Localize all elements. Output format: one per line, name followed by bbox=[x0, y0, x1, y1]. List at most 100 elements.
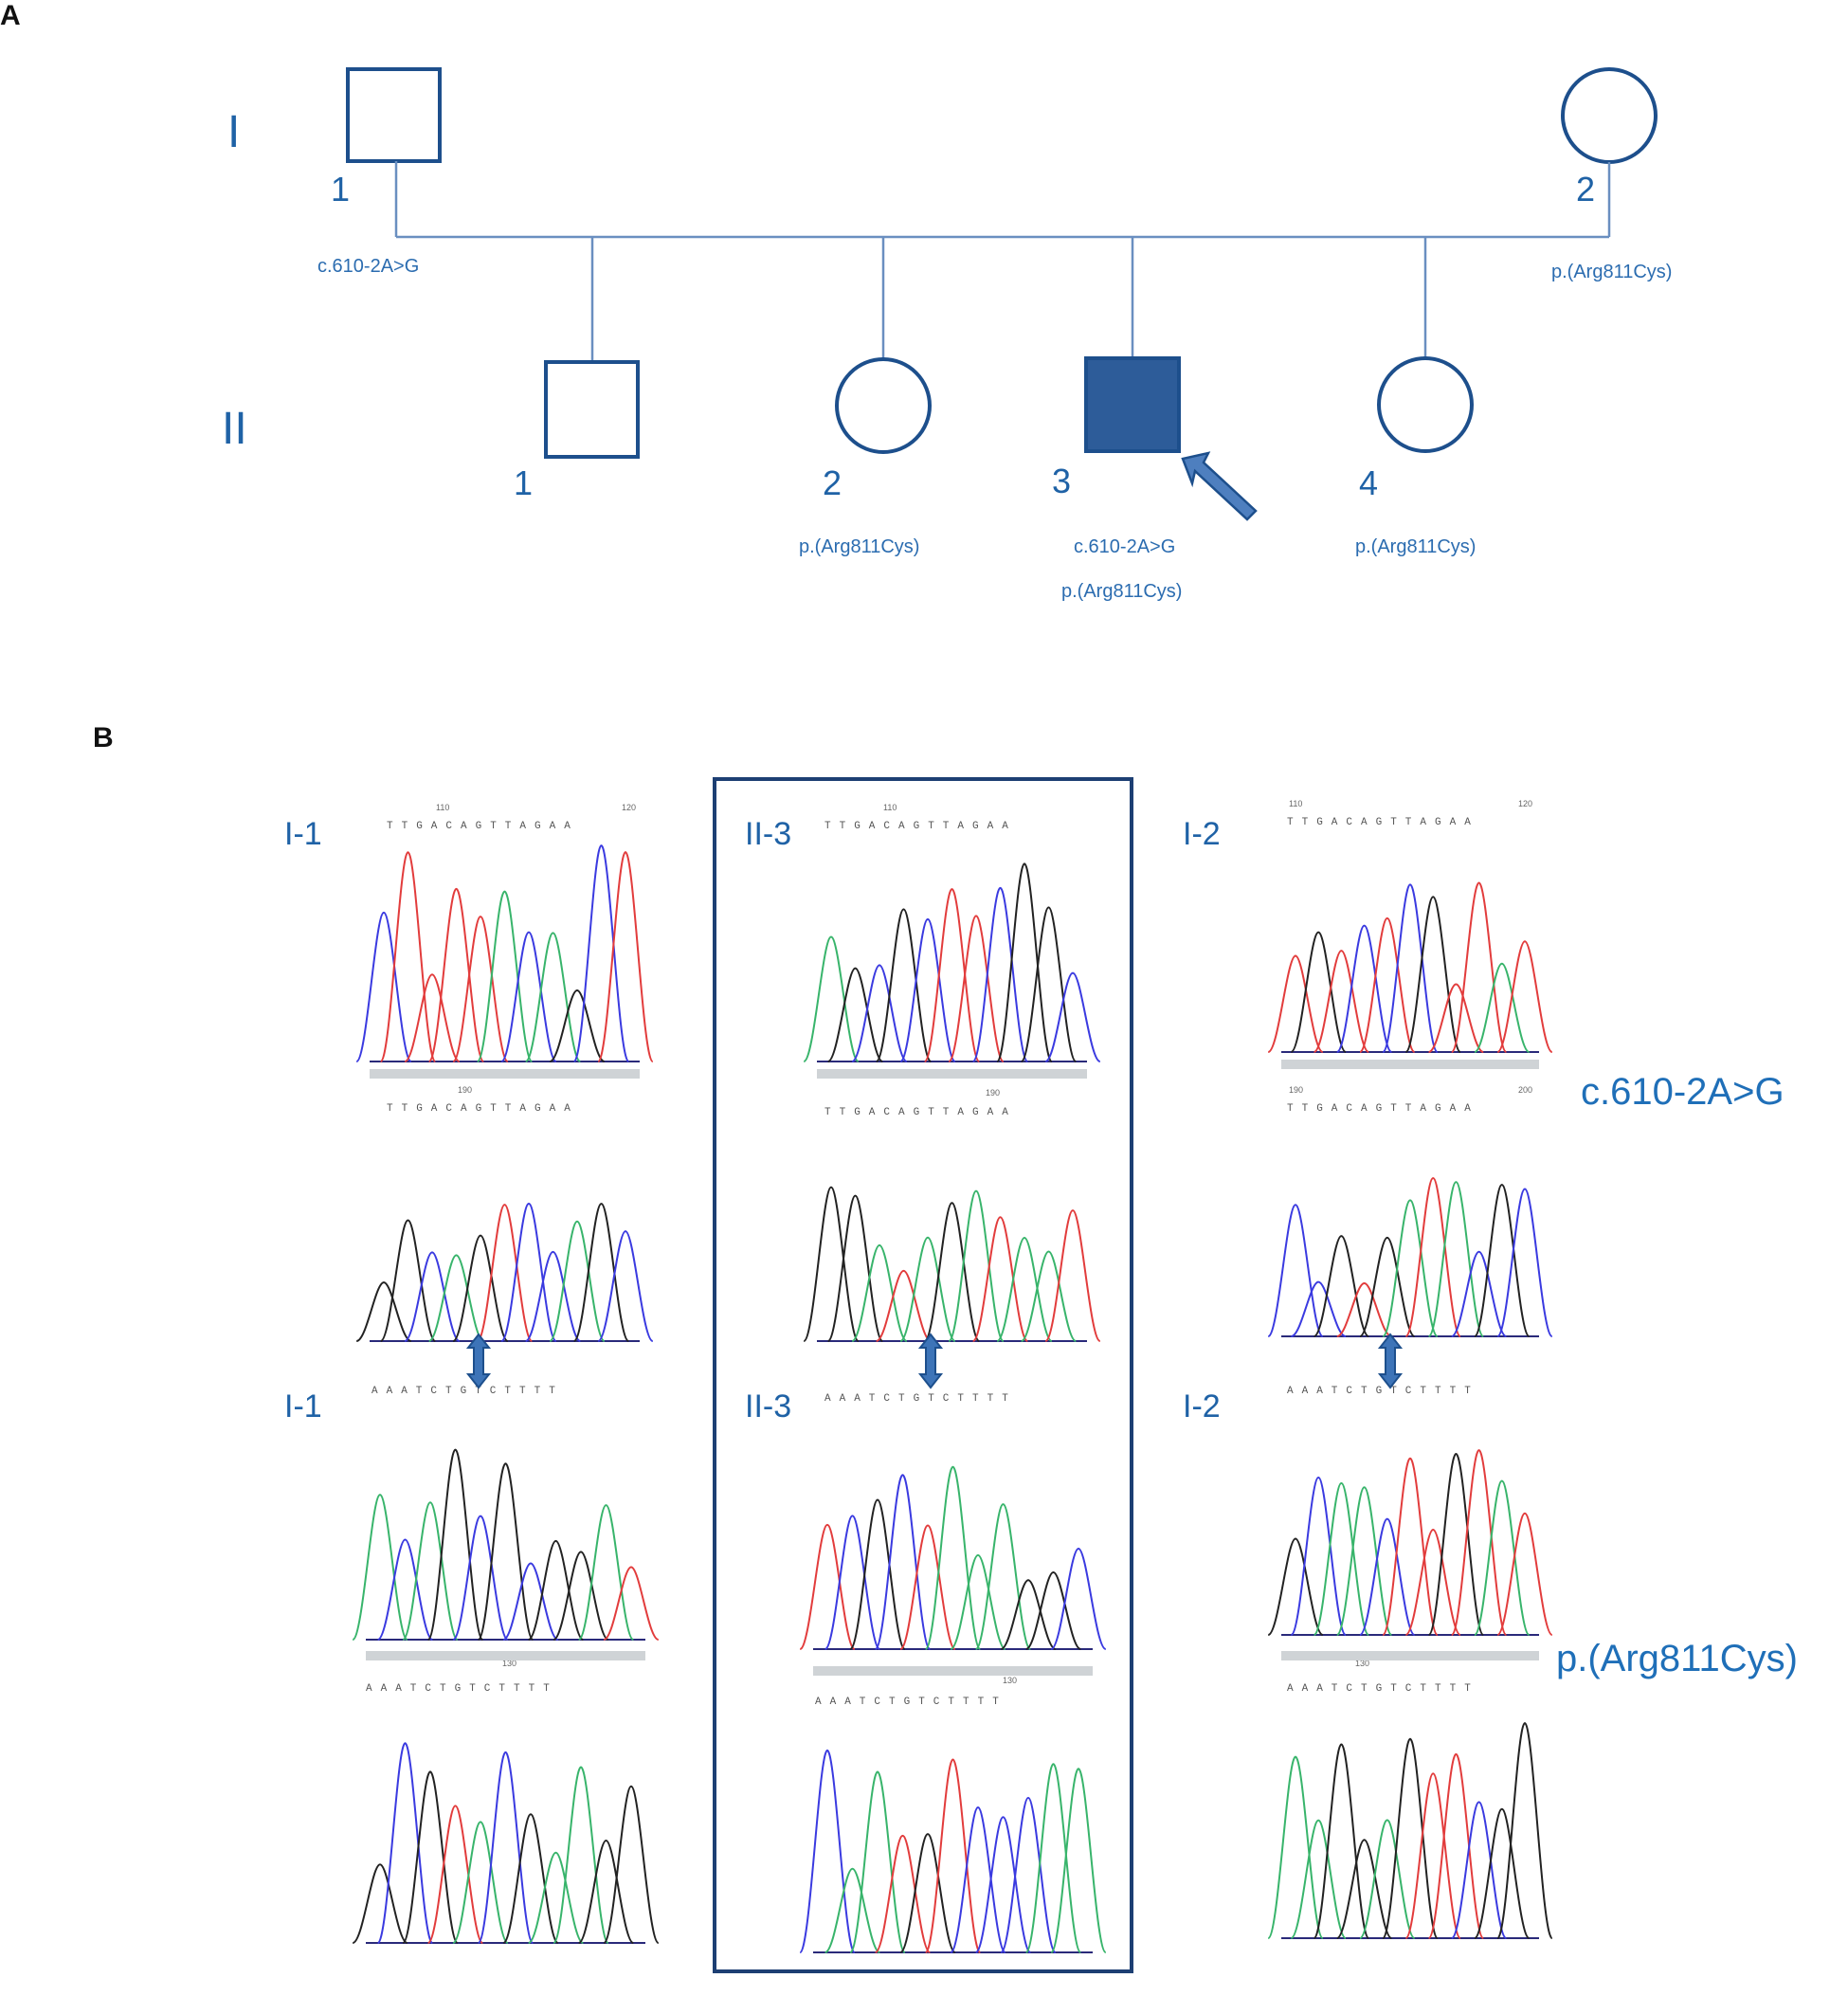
chromatogram-peak bbox=[1404, 896, 1461, 1053]
sequence-ii-3-upper-b: TTGACAGTTAGAA bbox=[824, 1107, 1017, 1118]
sequence-separator-bar bbox=[817, 1069, 1087, 1079]
chromatogram-peak bbox=[899, 917, 956, 1062]
chromatogram-peak bbox=[849, 1770, 906, 1953]
chromatogram-peak bbox=[1025, 1571, 1081, 1650]
chromatogram-panel bbox=[803, 862, 1101, 1062]
chromatogram-peak bbox=[452, 916, 509, 1062]
sample-label-top-i-2: I-2 bbox=[1183, 816, 1221, 852]
variant-position-arrow-icon bbox=[1377, 1333, 1404, 1389]
sequence-ii-3-lower-a: AAATCTGTCTTTT bbox=[824, 1393, 1017, 1405]
chromatogram-peak bbox=[428, 1254, 484, 1342]
chromatogram-peak bbox=[603, 1566, 660, 1641]
chromatogram-panel bbox=[355, 844, 654, 1062]
chromatogram-peak bbox=[404, 1251, 461, 1342]
chromatogram-peak bbox=[452, 1515, 509, 1641]
chromatogram-peak bbox=[1450, 1801, 1508, 1939]
sample-label-bottom-ii-3: II-3 bbox=[745, 1388, 792, 1424]
position-tick: 120 bbox=[622, 803, 637, 812]
sequence-i-1-upper-b: TTGACAGTTAGAA bbox=[387, 1103, 579, 1115]
chromatogram-peak bbox=[549, 989, 606, 1062]
chromatogram-panel bbox=[352, 1742, 660, 1944]
sequence-separator-bar bbox=[813, 1666, 1093, 1676]
chromatogram-peak bbox=[876, 1269, 932, 1342]
chromatogram-peak bbox=[1450, 1449, 1508, 1636]
sequence-i-2-upper-a: TTGACAGTTAGAA bbox=[1287, 817, 1479, 828]
panel-a-letter: A bbox=[0, 0, 21, 31]
chromatogram-peak bbox=[874, 1834, 932, 1953]
chromatogram-peak bbox=[1359, 1819, 1416, 1939]
position-tick: 130 bbox=[1355, 1659, 1370, 1668]
chromatogram-peak bbox=[1336, 1282, 1392, 1337]
variant-label-missense: p.(Arg811Cys) bbox=[1556, 1638, 1798, 1679]
sequence-i-1-lower-b: AAATCTGTCTTTT bbox=[366, 1683, 558, 1695]
chromatogram-peak bbox=[376, 1742, 434, 1944]
chromatogram-peak bbox=[923, 888, 981, 1062]
chromatogram-peak bbox=[1044, 971, 1101, 1062]
chromatogram-peak bbox=[1382, 1737, 1439, 1939]
sequence-separator-bar bbox=[370, 1069, 640, 1079]
sequence-i-2-lower-b: AAATCTGTCTTTT bbox=[1287, 1683, 1479, 1695]
chromatogram-peak bbox=[1474, 962, 1531, 1053]
chromatogram-peak bbox=[1335, 924, 1393, 1053]
chromatogram-peak bbox=[1496, 940, 1553, 1053]
position-tick: 130 bbox=[1003, 1676, 1018, 1685]
chromatogram-peak bbox=[1496, 1188, 1553, 1337]
chromatogram-peak bbox=[799, 1523, 856, 1650]
chromatogram-peak bbox=[476, 1204, 534, 1342]
chromatogram-peak bbox=[851, 964, 908, 1062]
chromatogram-peak bbox=[572, 844, 630, 1062]
chromatogram-panel bbox=[1267, 881, 1553, 1053]
variant-position-arrow-icon bbox=[917, 1333, 944, 1389]
chromatogram-peak bbox=[1290, 931, 1347, 1053]
chromatogram-peak bbox=[379, 1219, 437, 1342]
chromatogram-peak bbox=[899, 1236, 956, 1342]
sequence-i-2-upper-b: TTGACAGTTAGAA bbox=[1287, 1103, 1479, 1115]
chromatogram-peak bbox=[1050, 1768, 1107, 1953]
sequence-separator-bar bbox=[1281, 1651, 1539, 1660]
sequence-separator-bar bbox=[366, 1651, 645, 1660]
proband-highlight-box bbox=[713, 777, 1133, 1973]
variant-position-arrow-icon bbox=[465, 1333, 492, 1389]
chromatogram-peak bbox=[824, 1867, 880, 1953]
chromatogram-peak bbox=[597, 1230, 654, 1342]
chromatogram-peak bbox=[402, 1770, 459, 1944]
position-tick: 110 bbox=[883, 803, 897, 812]
chromatogram-peak bbox=[477, 1462, 534, 1641]
chromatogram-peak bbox=[948, 915, 1005, 1062]
chromatogram-peak bbox=[1267, 954, 1324, 1053]
chromatogram-peak bbox=[1474, 1807, 1531, 1939]
chromatogram-peak bbox=[971, 886, 1029, 1062]
chromatogram-peak bbox=[426, 1448, 484, 1641]
chromatogram-peak bbox=[924, 1465, 982, 1650]
sequence-i-1-lower-a: AAATCTGTCTTTT bbox=[371, 1386, 564, 1397]
chromatogram-peak bbox=[1267, 1204, 1324, 1337]
chromatogram-peak bbox=[1290, 1819, 1347, 1939]
chromatogram-peak bbox=[603, 1785, 660, 1944]
position-tick: 190 bbox=[458, 1085, 473, 1095]
chromatogram-peak bbox=[971, 1216, 1029, 1342]
individual-number-ii-3: 3 bbox=[1052, 462, 1072, 500]
chromatogram-peak bbox=[1000, 1796, 1057, 1953]
sequence-ii-3-lower-b: AAATCTGTCTTTT bbox=[815, 1697, 1007, 1708]
pedigree-symbol-i-1 bbox=[346, 67, 442, 163]
chromatogram-peak bbox=[352, 1863, 408, 1944]
chromatogram-peak bbox=[1404, 1528, 1461, 1636]
chromatogram-peak bbox=[577, 1839, 635, 1944]
chromatogram-peak bbox=[524, 1250, 582, 1342]
chromatogram-peak bbox=[1450, 881, 1508, 1053]
chromatogram-peak bbox=[1313, 1481, 1370, 1636]
chromatogram-peak bbox=[1024, 1763, 1082, 1953]
variant-label-i-1: c.610-2A>G bbox=[317, 256, 420, 277]
chromatogram-peak bbox=[1404, 1176, 1461, 1337]
position-tick: 130 bbox=[502, 1659, 517, 1668]
chromatogram-peak bbox=[950, 1806, 1006, 1953]
chromatogram-peak bbox=[553, 1766, 609, 1944]
chromatogram-peak bbox=[1359, 1517, 1416, 1636]
chromatogram-peak bbox=[524, 932, 582, 1062]
chromatogram-peak bbox=[950, 1553, 1006, 1650]
chromatogram-peak bbox=[549, 1220, 606, 1342]
chromatogram-peak bbox=[799, 1749, 856, 1953]
chromatogram-peak bbox=[355, 1281, 412, 1342]
chromatogram-peak bbox=[1359, 916, 1416, 1053]
